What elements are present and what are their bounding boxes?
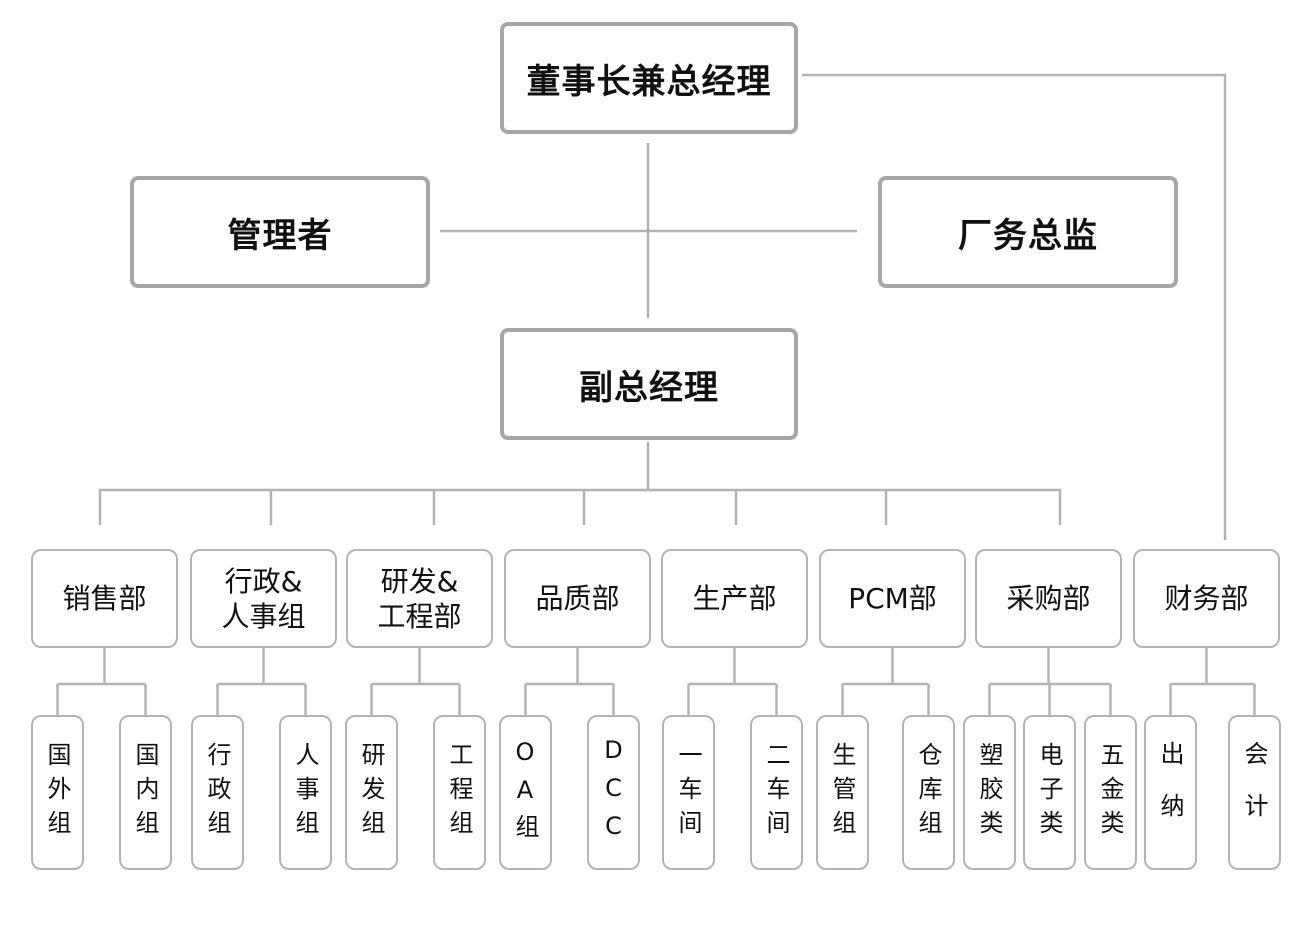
sub-unit-box: 出纳 bbox=[1144, 715, 1197, 870]
department-box: 财务部 bbox=[1133, 549, 1280, 648]
chairman-box: 董事长兼总经理 bbox=[500, 22, 798, 134]
sub-unit-label: 会计 bbox=[1240, 740, 1268, 845]
department-box: 行政& 人事组 bbox=[190, 549, 337, 648]
department-box: 品质部 bbox=[504, 549, 651, 648]
sub-unit-label: 人事组 bbox=[291, 741, 319, 844]
sub-unit-label: 一车间 bbox=[674, 741, 702, 844]
sub-unit-box: 人事组 bbox=[279, 715, 332, 870]
sub-unit-label: 仓库组 bbox=[914, 741, 942, 844]
department-box: PCM部 bbox=[819, 549, 966, 648]
sub-unit-label: 国内组 bbox=[131, 741, 159, 844]
department-label: 销售部 bbox=[62, 582, 147, 615]
factory-director-label: 厂务总监 bbox=[958, 215, 1098, 256]
sub-unit-box: 电子类 bbox=[1023, 715, 1076, 870]
sub-unit-box: 研发组 bbox=[345, 715, 398, 870]
sub-unit-box: 生管组 bbox=[816, 715, 869, 870]
sub-unit-box: 行政组 bbox=[191, 715, 244, 870]
sub-unit-box: 二车间 bbox=[750, 715, 803, 870]
department-label: 研发& 工程部 bbox=[377, 564, 462, 633]
manager-label: 管理者 bbox=[227, 215, 333, 256]
sub-unit-box: 仓库组 bbox=[902, 715, 955, 870]
department-label: 财务部 bbox=[1164, 582, 1249, 615]
sub-unit-label: 生管组 bbox=[828, 741, 856, 844]
department-label: 采购部 bbox=[1006, 582, 1091, 615]
vice-gm-label: 副总经理 bbox=[579, 367, 719, 408]
chairman-label: 董事长兼总经理 bbox=[526, 61, 772, 102]
sub-unit-label: 行政组 bbox=[203, 741, 231, 844]
department-box: 销售部 bbox=[31, 549, 178, 648]
department-label: 品质部 bbox=[535, 582, 620, 615]
manager-box: 管理者 bbox=[130, 176, 430, 288]
sub-unit-box: 会计 bbox=[1228, 715, 1281, 870]
vice-gm-box: 副总经理 bbox=[500, 328, 798, 440]
department-box: 研发& 工程部 bbox=[346, 549, 493, 648]
sub-unit-label: 电子类 bbox=[1035, 741, 1063, 844]
department-label: PCM部 bbox=[848, 582, 937, 615]
sub-unit-box: OA组 bbox=[499, 715, 552, 870]
department-box: 采购部 bbox=[975, 549, 1122, 648]
sub-unit-box: 国外组 bbox=[31, 715, 84, 870]
sub-unit-box: 工程组 bbox=[433, 715, 486, 870]
department-box: 生产部 bbox=[661, 549, 808, 648]
sub-unit-label: 出纳 bbox=[1156, 740, 1184, 845]
department-label: 行政& 人事组 bbox=[221, 564, 306, 633]
sub-unit-box: DCC bbox=[587, 715, 640, 870]
sub-unit-box: 国内组 bbox=[119, 715, 172, 870]
sub-unit-box: 塑胶类 bbox=[963, 715, 1016, 870]
sub-unit-label: 五金类 bbox=[1096, 741, 1124, 844]
sub-unit-label: 国外组 bbox=[43, 741, 71, 844]
sub-unit-label: 研发组 bbox=[357, 741, 385, 844]
factory-director-box: 厂务总监 bbox=[878, 176, 1178, 288]
sub-unit-label: DCC bbox=[599, 735, 628, 850]
sub-unit-label: 二车间 bbox=[762, 741, 790, 844]
sub-unit-label: 工程组 bbox=[445, 741, 473, 844]
department-label: 生产部 bbox=[692, 582, 777, 615]
sub-unit-box: 五金类 bbox=[1084, 715, 1137, 870]
sub-unit-label: 塑胶类 bbox=[975, 741, 1003, 844]
sub-unit-box: 一车间 bbox=[662, 715, 715, 870]
sub-unit-label: OA组 bbox=[511, 737, 539, 848]
